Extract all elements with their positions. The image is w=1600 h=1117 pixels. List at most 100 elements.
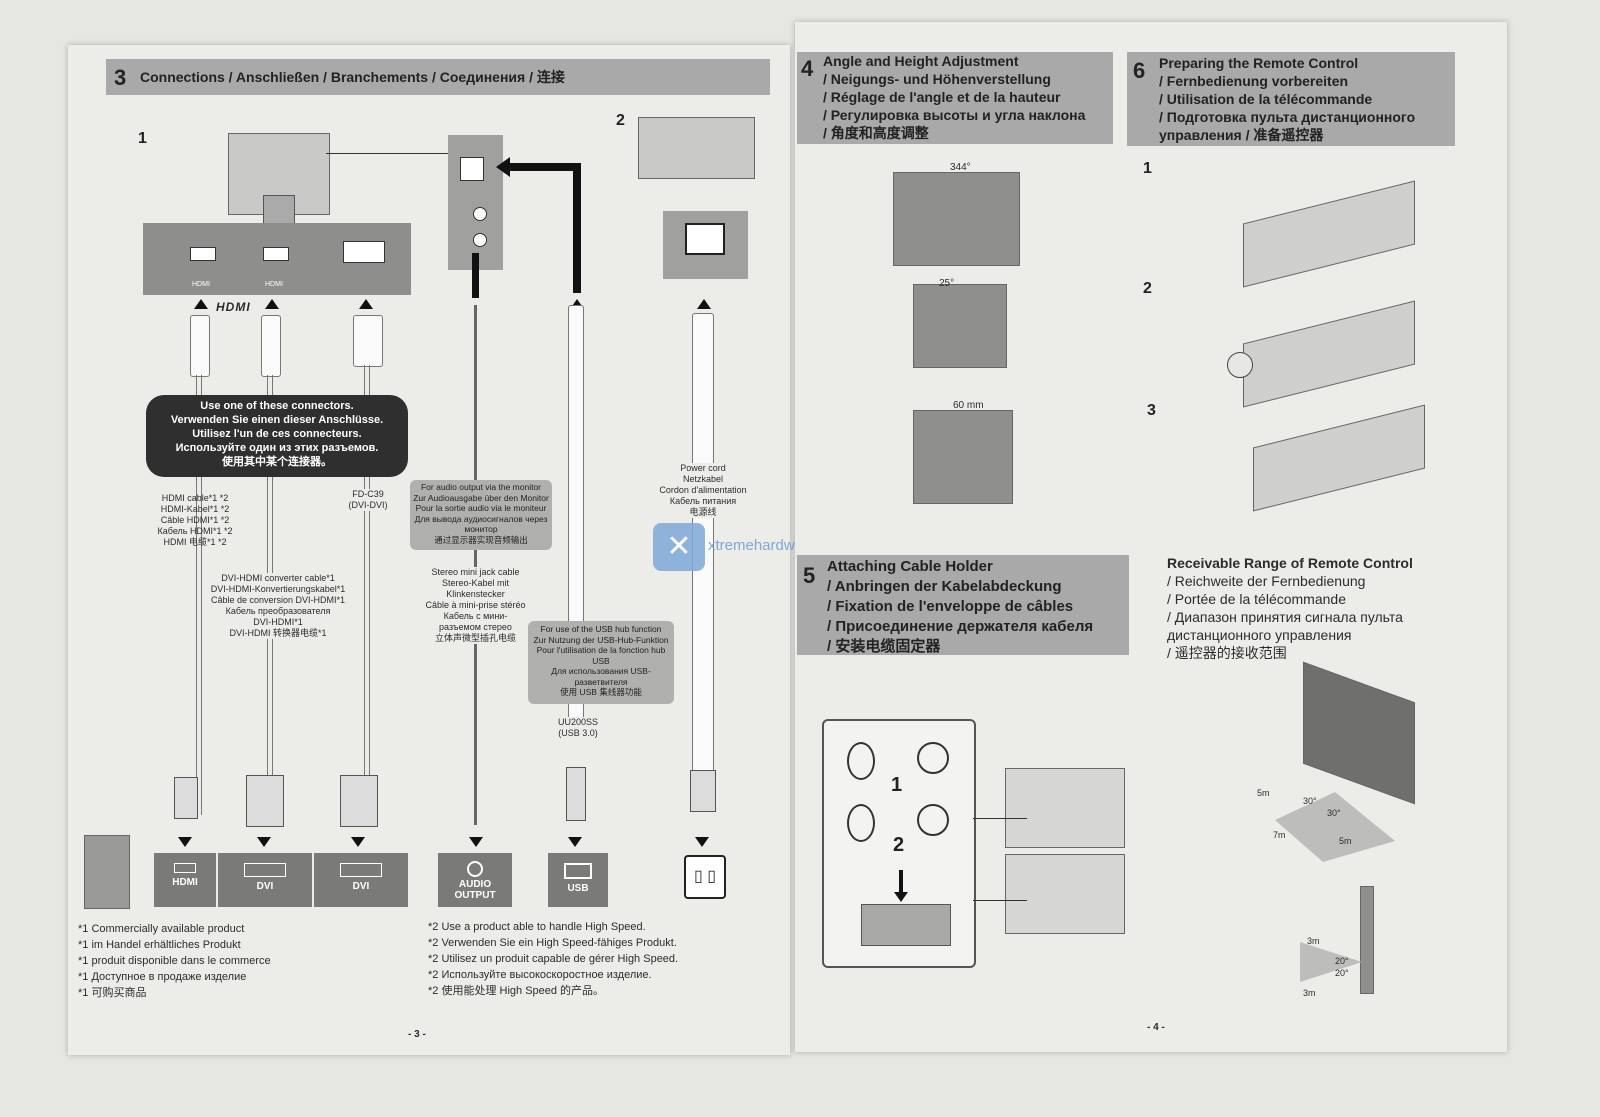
section-4-fr: / Réglage de l'angle et de la hauteur [823,89,1061,105]
range-label-5m-top: 5m [1257,788,1270,798]
usb-note-fr2: USB [592,655,610,666]
range-side-cone [1300,942,1362,982]
power-zh: 电源线 [689,507,717,517]
use-one-line-ru: Используйте один из этих разъемов. [175,442,379,454]
power-ru: Кабель питания [669,496,737,506]
footnote-1-ru: *1 Доступное в продаже изделие [78,971,247,983]
audio-jack-2 [473,233,487,247]
connector-line [326,153,448,154]
usb-note-zh: 使用 USB 集线器功能 [560,687,642,697]
hdmi-cable-1-line [196,375,202,815]
range-label-30-2: 30° [1327,808,1341,818]
remote-step-1: 1 [1143,160,1152,177]
section-5-number: 5 [803,563,816,588]
remote-step-3: 3 [1147,402,1156,419]
dvi-hdmi-de: DVI-HDMI-Konvertierungskabel*1 [210,584,346,594]
cable-clip-1 [847,742,875,780]
range-side-illustration [1360,886,1374,994]
use-one-connector-note: Use one of these connectors. Verwenden S… [146,395,408,477]
dvi-cable-top [353,315,383,367]
dvi-plug-bottom-2 [340,775,378,827]
range-title-en: Receivable Range of Remote Control [1167,555,1413,571]
hdmi-logo: HDMI [216,300,251,314]
hdmi-port-1 [190,247,216,261]
usb-cable-label: UU200SS (USB 3.0) [543,717,613,739]
usb-note-de: Zur Nutzung der USB-Hub-Funktion [533,634,669,645]
section-5-fr: / Fixation de l'enveloppe de câbles [827,598,1074,615]
power-cord-label: Power cord Netzkabel Cordon d'alimentati… [648,463,758,518]
section-5-zh: / 安装电缆固定器 [827,638,941,655]
fd-c39-type: (DVI-DVI) [348,500,388,510]
remote-step-3-illustration [1253,404,1425,512]
monitor-stand [263,195,295,227]
pc-tower-illustration [84,835,130,909]
cable-step-1: 1 [891,774,903,796]
audio-note-ru2: монитор [464,524,498,534]
audio-note-de: Zur Audioausgabe über den Monitor [413,492,549,503]
stereo-fr: Câble à mini-prise stéréo [425,600,526,610]
arrow-up-usb [570,299,584,309]
hdmi-port-2 [263,247,289,261]
cable-clip-2 [917,742,949,774]
arrow-up-hdmi-2 [265,299,279,309]
usb-note-fr: Pour l'utilisation de la fonction hub [536,645,666,655]
right-page: 4 Angle and Height Adjustment / Neigungs… [795,22,1507,1052]
section-6-en: Preparing the Remote Control [1159,55,1359,71]
bottom-port-usb-label: USB [567,883,589,894]
range-title: Receivable Range of Remote Control / Rei… [1167,554,1413,662]
remote-step-2-illustration [1243,300,1415,408]
arrow-down-dvi-2 [351,837,365,847]
height-label: 60 mm [953,400,984,411]
dvi-hdmi-en: DVI-HDMI converter cable*1 [221,573,335,583]
range-cone-illustration [1275,792,1395,862]
swivel-angle-label: 344° [950,162,971,173]
power-socket [685,223,725,255]
range-side-20-2: 20° [1335,968,1349,978]
hdmi-port-2-label: HDMI [265,281,283,288]
left-page: 3 Connections / Anschließen / Branchemen… [68,45,849,1055]
arrow-up-hdmi-1 [194,299,208,309]
section-4-header: 4 Angle and Height Adjustment / Neigungs… [797,52,1113,144]
usb-arrow-path-vertical [573,163,581,293]
audio-output-note: For audio output via the monitor Zur Aud… [410,480,552,550]
fd-c39-model: FD-C39 [352,489,384,499]
section-4-ru: / Регулировка высоты и угла наклона [823,107,1086,123]
footnote-2-en: *2 Use a product able to handle High Spe… [428,921,646,933]
hdmi-cable-zh: HDMI 电缆*1 *2 [163,537,227,547]
usb-note-ru: Для использования USB- [551,666,651,676]
arrow-up-dvi [359,299,373,309]
height-illustration [913,410,1013,504]
range-title-ru: / Диапазон принятия сигнала пульта [1167,609,1403,625]
stereo-zh: 立体声微型插孔电缆 [434,633,516,643]
wall-outlet-icon: ▯ ▯ [684,855,726,899]
arrow-up-power [697,299,711,309]
connector-line-1 [973,818,1027,819]
arrow-down-usb [568,837,582,847]
range-title-ru2: дистанционного управления [1167,627,1352,643]
cable-clip-3 [847,804,875,842]
footnote-2-fr: *2 Utilisez un produit capable de gérer … [428,953,679,965]
hdmi-port-icon [174,863,196,873]
section-3-header: 3 Connections / Anschließen / Branchemen… [106,59,770,95]
usb-model: UU200SS [557,717,599,727]
use-one-line-fr: Utilisez l'un de ces connecteurs. [192,428,362,440]
usb-hub-note: For use of the USB hub function Zur Nutz… [528,621,674,704]
section-6-title: Preparing the Remote Control / Fernbedie… [1159,54,1415,144]
audio-arrow-path [472,253,479,298]
footnotes-1: *1 Commercially available product *1 im … [78,921,318,1001]
bottom-port-dvi-2: DVI [314,853,408,907]
use-one-line-de: Verwenden Sie einen dieser Anschlüsse. [170,414,384,426]
footnotes-2: *2 Use a product able to handle High Spe… [428,919,748,999]
connector-line-2 [973,900,1027,901]
range-label-30-1: 30° [1303,796,1317,806]
fd-c39-label: FD-C39 (DVI-DVI) [338,489,398,511]
power-de: Netzkabel [682,474,724,484]
section-4-title: Angle and Height Adjustment / Neigungs- … [823,52,1085,142]
stereo-en: Stereo mini jack cable [431,567,520,577]
cable-holder-stand-1 [1005,768,1125,848]
range-title-zh: / 遥控器的接收范围 [1167,645,1287,661]
range-label-5m-bottom: 5m [1339,836,1352,846]
cable-arrow-head [894,892,908,902]
section-6-number: 6 [1133,58,1146,83]
arrow-down-dvi-1 [257,837,271,847]
